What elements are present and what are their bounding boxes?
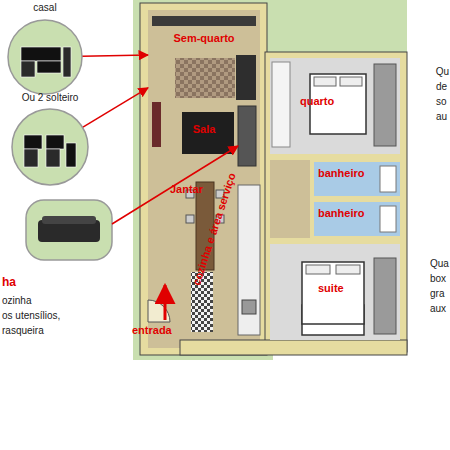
sofa-icon [46, 149, 60, 167]
wall [265, 52, 407, 352]
sofa [238, 106, 256, 166]
sofa-icon [24, 135, 42, 149]
bathroom-floor [314, 202, 400, 236]
chair [186, 215, 194, 223]
callout-circle: casal [7, 2, 83, 95]
callout-heading: casal [7, 2, 83, 13]
suite-floor [270, 244, 400, 340]
room-label: banheiro [318, 207, 364, 219]
note-text: box [430, 273, 446, 284]
rug [175, 58, 235, 98]
note-text: ozinha [2, 295, 31, 306]
sofa-icon [24, 149, 38, 167]
pillow [314, 77, 336, 86]
door-swing [148, 300, 170, 322]
callout-heading: Ou 2 solteiro [4, 92, 96, 103]
shelf [152, 16, 256, 26]
wardrobe [374, 64, 396, 146]
room-area: Sala [148, 100, 260, 176]
corridor-floor [270, 160, 310, 238]
sofa-picture [42, 216, 96, 224]
room-label: entrada [132, 324, 172, 336]
garden [133, 0, 273, 360]
note-text: de [436, 81, 447, 92]
note-text: Qu [436, 66, 449, 77]
note-text: aux [430, 303, 446, 314]
circle-outline [4, 92, 96, 188]
callout-circle [12, 109, 88, 185]
note-text: Qua [430, 258, 449, 269]
wall [180, 340, 407, 355]
stove [242, 300, 256, 314]
room-area: Sem-quarto [148, 10, 260, 98]
note-text: rasqueira [2, 325, 44, 336]
note-text: ha [2, 276, 16, 289]
sofa-icon [21, 47, 61, 61]
sofa-bed [236, 55, 256, 100]
callout-circle [8, 20, 82, 94]
room-label: Sala [148, 123, 260, 135]
pillow [340, 77, 362, 86]
circle-outline [7, 2, 83, 95]
room-label: quarto [300, 95, 334, 107]
bathroom-floor [314, 162, 400, 196]
note-text: gra [430, 288, 444, 299]
room-label: Jantar [170, 183, 203, 195]
entrance-arrow [164, 285, 167, 320]
shower [380, 206, 396, 232]
sofa-icon [46, 135, 64, 149]
tv-stand [152, 102, 161, 147]
pillow [336, 265, 360, 274]
sofa-icon [37, 61, 61, 73]
sofa-icon [21, 61, 35, 77]
room-label: suite [318, 282, 344, 294]
note-text: au [436, 111, 447, 122]
note-text: os utensílios, [2, 310, 60, 321]
leader-arrow [82, 55, 148, 56]
sofa-icon [63, 47, 71, 77]
garden [270, 0, 407, 52]
leader-arrow [83, 88, 148, 128]
pillow [306, 265, 330, 274]
desk [272, 62, 290, 147]
sofa-icon [24, 135, 76, 167]
wardrobe [374, 258, 396, 334]
wall [140, 3, 267, 355]
sofa-icon [66, 143, 76, 167]
bedroom-floor [270, 58, 400, 154]
kitchen-counter [238, 185, 260, 335]
shower [380, 166, 396, 192]
callout-picture [26, 200, 112, 260]
note-text: so [436, 96, 447, 107]
room-label: banheiro [318, 167, 364, 179]
callout-circle: Ou 2 solteiro [4, 92, 96, 188]
sofa-icon [21, 47, 71, 77]
floor [148, 10, 260, 348]
double-bed [302, 262, 364, 324]
room-label: Sem-quarto [148, 32, 260, 44]
